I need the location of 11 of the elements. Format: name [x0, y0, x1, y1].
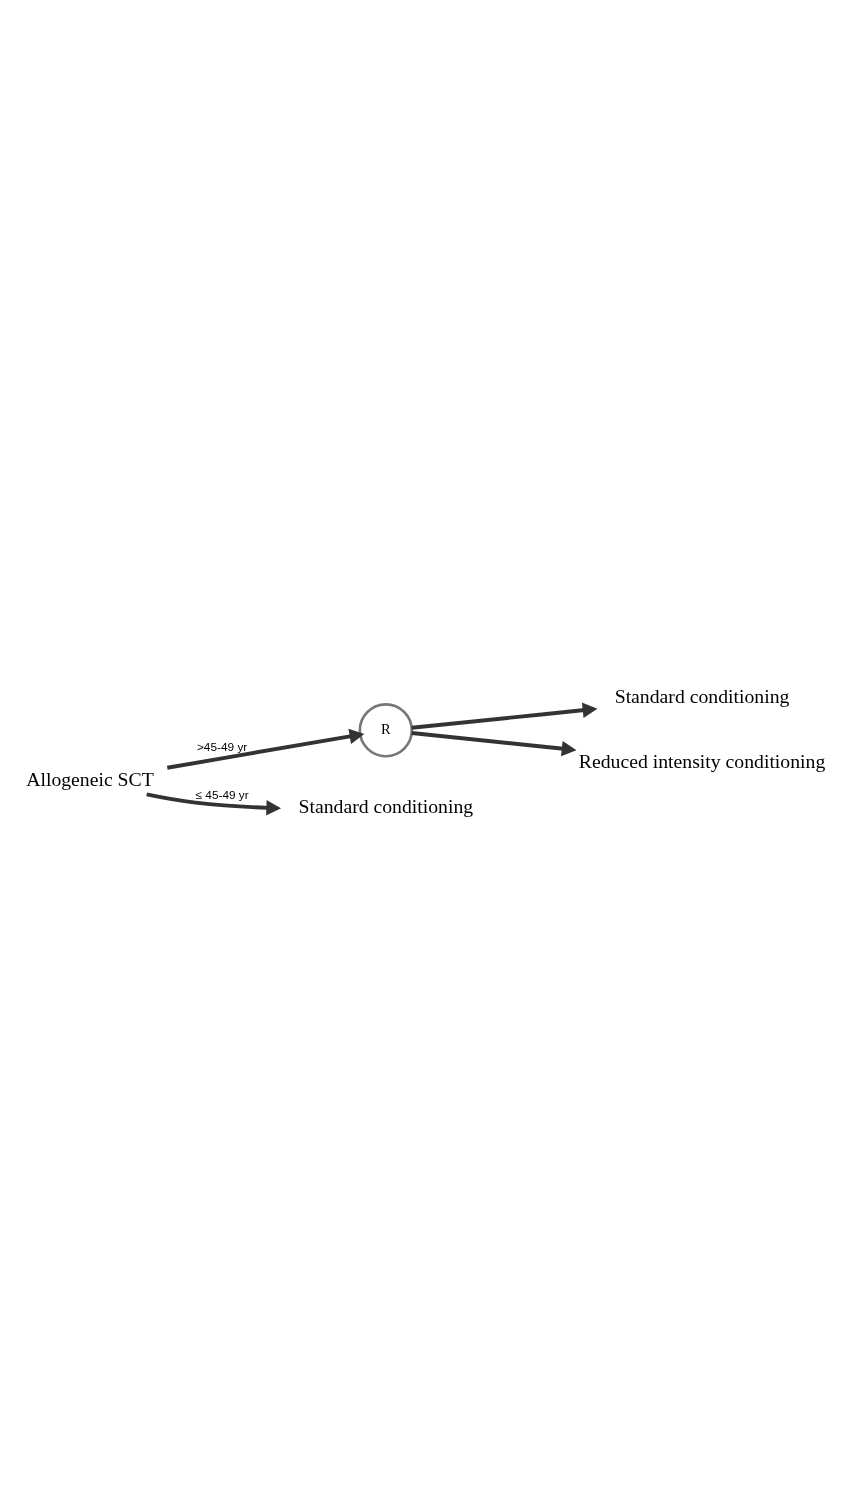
- node-text: Standard conditioning: [298, 794, 474, 817]
- node-text: Standard conditioning: [614, 685, 790, 708]
- edge-label: >45-49 yr: [196, 739, 248, 754]
- arrow: [146, 792, 282, 816]
- node-circle: R: [358, 703, 414, 758]
- node-text: Reduced intensity conditioning: [578, 750, 826, 773]
- arrow: [166, 728, 365, 770]
- edge-label: ≤ 45-49 yr: [195, 787, 249, 802]
- arrow: [411, 731, 577, 757]
- arrow: [411, 702, 598, 730]
- node-text: Allogeneic SCT: [26, 767, 154, 790]
